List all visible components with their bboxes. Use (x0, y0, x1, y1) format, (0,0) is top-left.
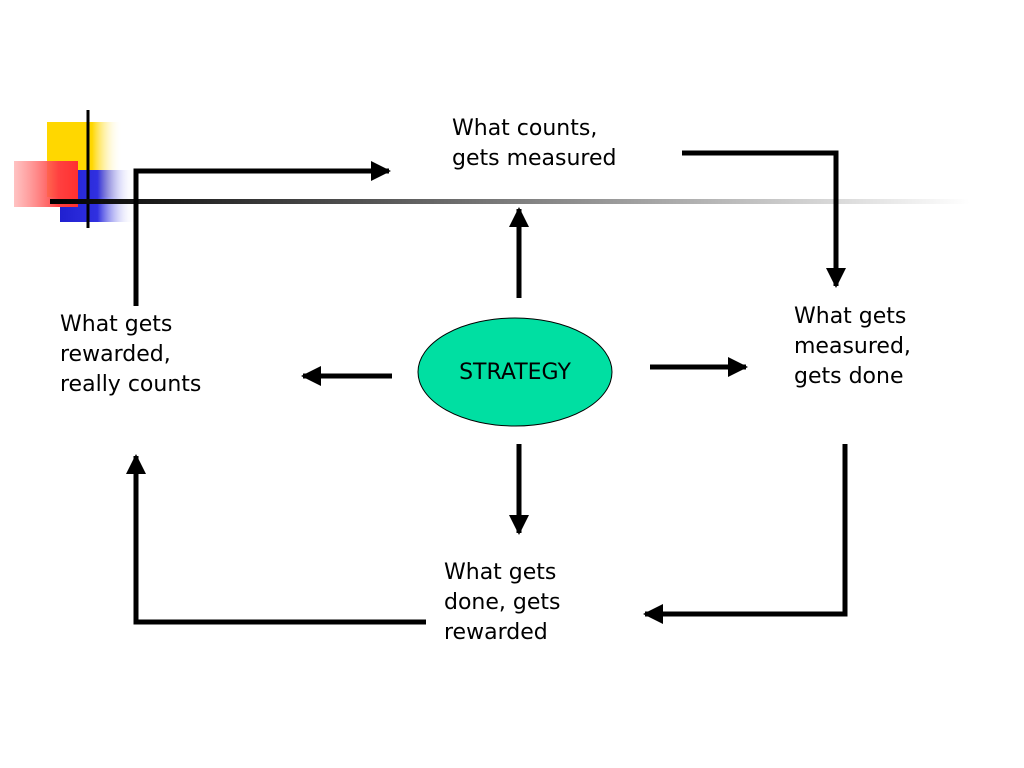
node-bottom-text: What gets done, gets rewarded (444, 560, 561, 645)
node-left-text: What gets rewarded, really counts (60, 312, 202, 397)
strategy-label: STRATEGY (459, 359, 571, 385)
arrow-left-to-top (133, 161, 391, 306)
node-right-text: What gets measured, gets done (794, 304, 911, 389)
arrow-right-to-bottom (643, 444, 848, 624)
arrow-bottom-to-left (126, 454, 426, 625)
decor-horizontal-line (50, 199, 970, 204)
node-top-text: What counts, gets measured (452, 116, 617, 171)
arrow-top-to-right (682, 150, 846, 288)
strategy-ellipse (417, 317, 613, 427)
